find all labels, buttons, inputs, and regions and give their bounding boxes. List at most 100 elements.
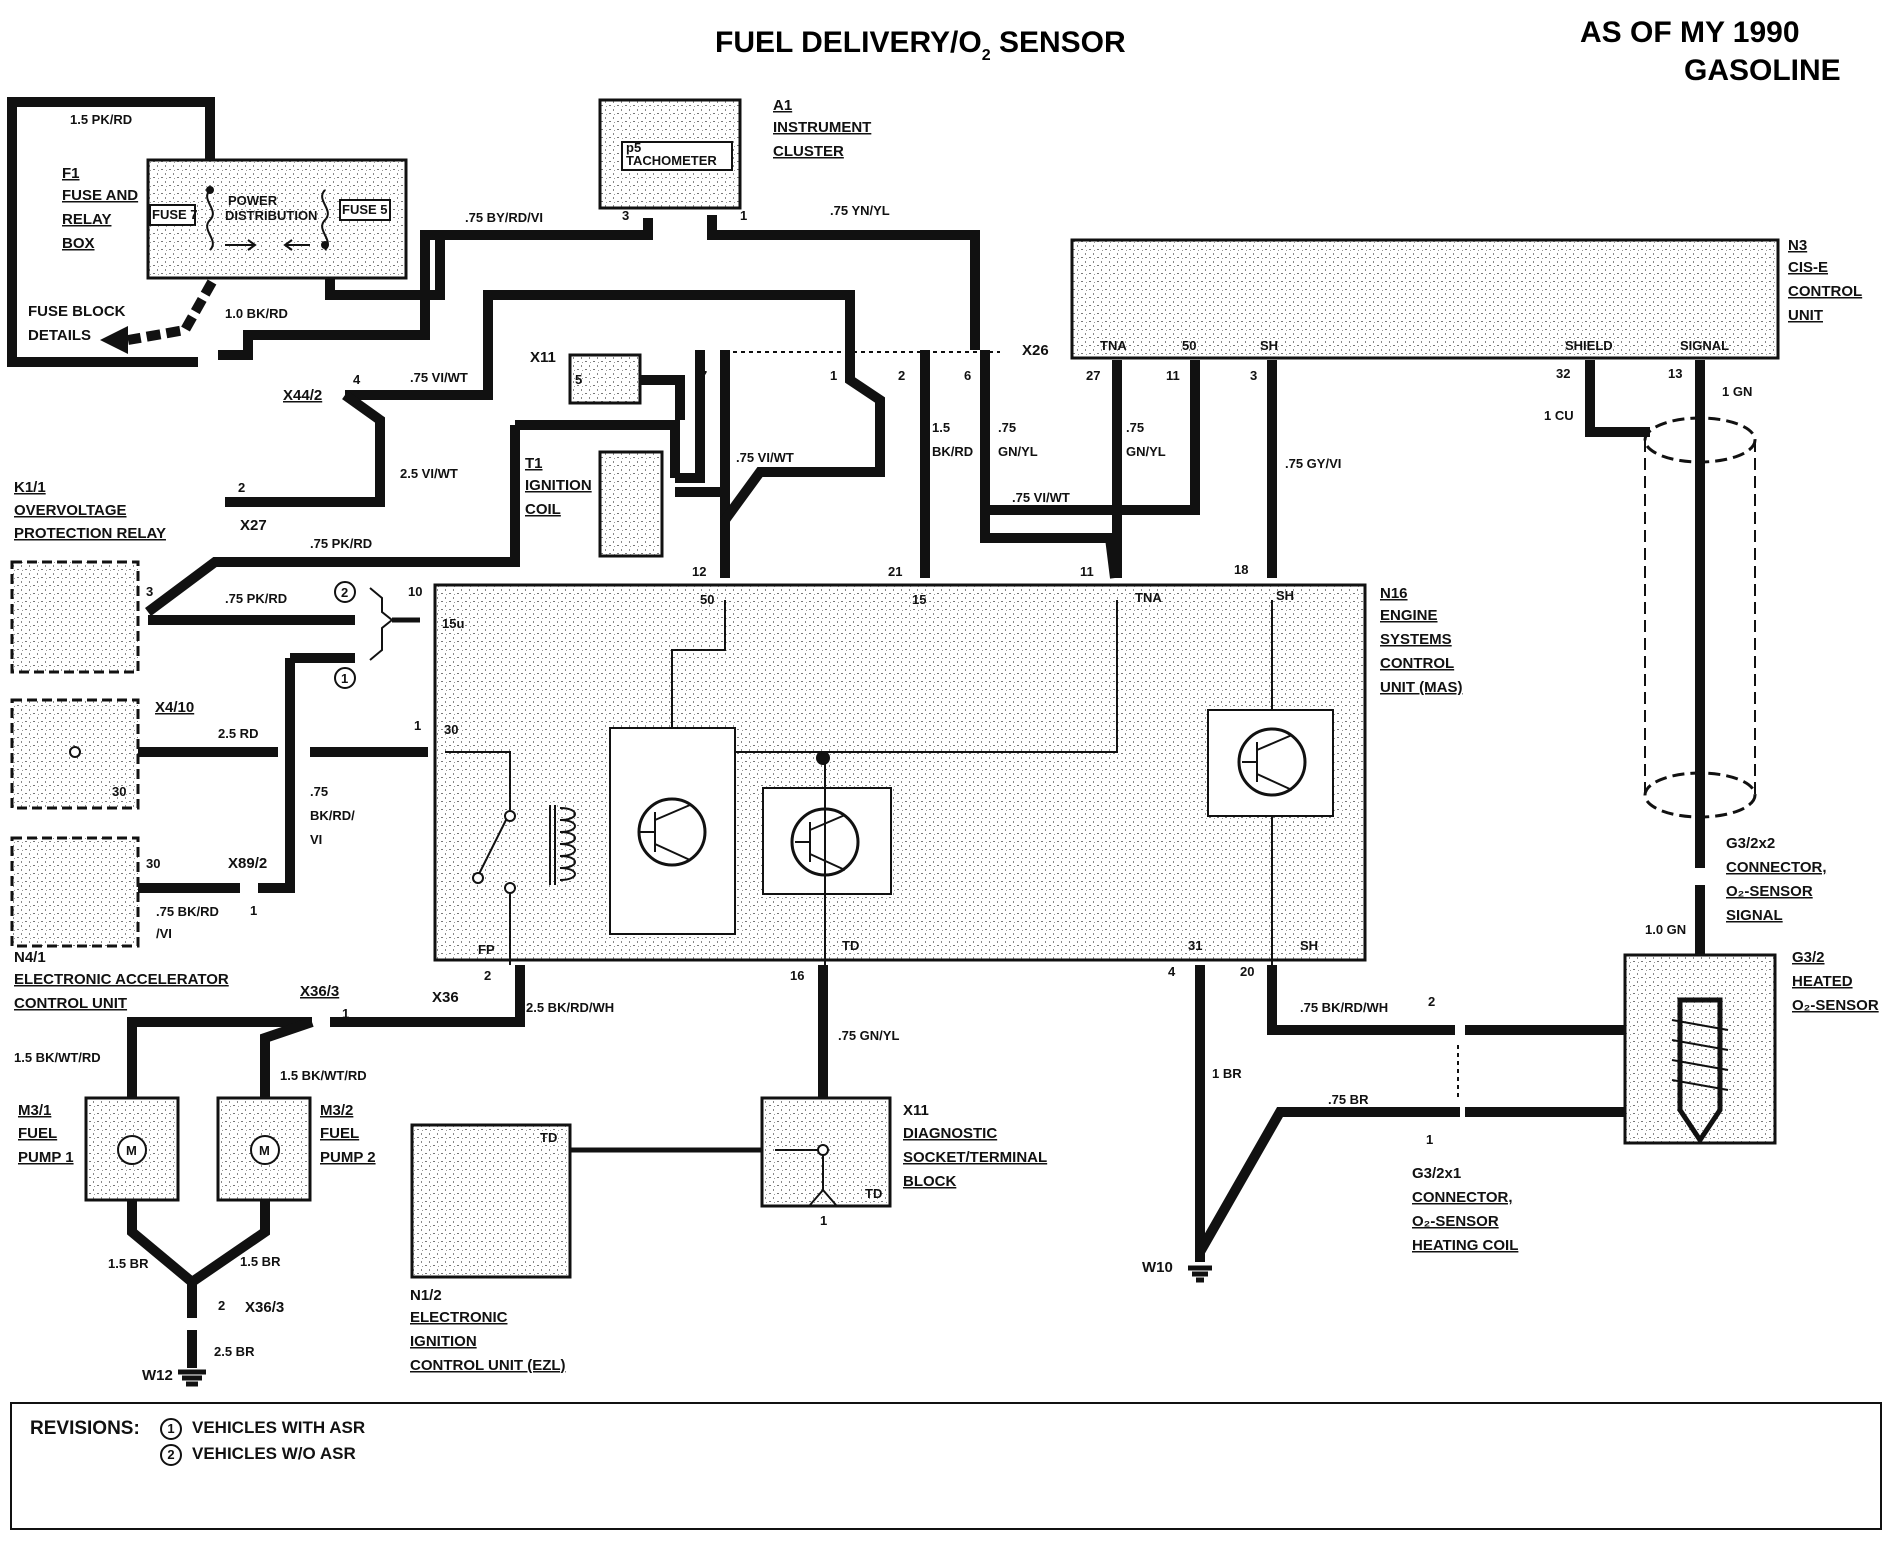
n3-line1: CIS-E bbox=[1788, 259, 1828, 276]
f1-line2: RELAY bbox=[62, 211, 111, 228]
wire-label-75-a: .75 bbox=[998, 420, 1016, 435]
f1-line1: FUSE AND bbox=[62, 187, 138, 204]
w12-id: W12 bbox=[142, 1367, 173, 1384]
g32-id: G3/2 bbox=[1792, 949, 1825, 966]
pin-n16-11: 11 bbox=[1080, 564, 1094, 579]
n12-line1: ELECTRONIC bbox=[410, 1309, 508, 1326]
relay-contact-c bbox=[504, 882, 516, 894]
x4-id: X4/10 bbox=[155, 699, 194, 716]
k1-id: K1/1 bbox=[14, 479, 46, 496]
n16-30-label: 30 bbox=[444, 722, 458, 737]
x4-node bbox=[69, 746, 81, 758]
pin-n16-20: 20 bbox=[1240, 964, 1254, 979]
n4-line2: CONTROL UNIT bbox=[14, 995, 127, 1012]
pin-n3-11: 11 bbox=[1166, 368, 1180, 383]
g32x1-id: G3/2x1 bbox=[1412, 1165, 1461, 1182]
x89-id: X89/2 bbox=[228, 855, 267, 872]
pin-n16-2: 2 bbox=[484, 968, 491, 983]
wire-label-75-vi-wt-2: .75 VI/WT bbox=[736, 450, 794, 465]
f1-id: F1 bbox=[62, 165, 80, 182]
pin-x26-6: 6 bbox=[964, 368, 971, 383]
wire-label-1-0-gn: 1.0 GN bbox=[1645, 922, 1686, 937]
x11-connector-upper[interactable] bbox=[568, 353, 642, 405]
k1-line1: OVERVOLTAGE bbox=[14, 502, 127, 519]
n3-line3: UNIT bbox=[1788, 307, 1823, 324]
n3-id: N3 bbox=[1788, 237, 1807, 254]
fuse-5-cell bbox=[339, 199, 391, 221]
x36-3b-pin: 2 bbox=[218, 1298, 225, 1313]
n3-line2: CONTROL bbox=[1788, 283, 1862, 300]
fuse-block-line1[interactable]: FUSE BLOCK bbox=[28, 303, 126, 320]
wire-label-75-vi-wt-3: .75 VI/WT bbox=[1012, 490, 1070, 505]
wire-label-75-bk-rd-wh: .75 BK/RD/WH bbox=[1300, 1000, 1388, 1015]
tachometer-label: TACHOMETER bbox=[626, 153, 717, 168]
x11b-id: X11 bbox=[903, 1102, 929, 1119]
wire-label-75-gy-vi: .75 GY/VI bbox=[1285, 456, 1341, 471]
wire-x26-6 bbox=[980, 350, 1120, 579]
diagnostic-pin: 1 bbox=[820, 1213, 827, 1228]
pin-x26-2: 2 bbox=[898, 368, 905, 383]
ignition-coil[interactable] bbox=[598, 450, 664, 558]
fuse-block-line2[interactable]: DETAILS bbox=[28, 327, 91, 344]
x27-pin: 2 bbox=[238, 480, 245, 495]
g32x2-id: G3/2x2 bbox=[1726, 835, 1775, 852]
electronic-ignition-control-unit[interactable] bbox=[410, 1123, 572, 1279]
wire-x11-x26 bbox=[640, 375, 685, 420]
wire-75-pk-rd-top bbox=[145, 425, 520, 617]
n4-pin: 30 bbox=[146, 856, 160, 871]
x89-pin: 1 bbox=[250, 903, 257, 918]
overvoltage-protection-relay[interactable] bbox=[10, 560, 140, 674]
wire-label-1-br: 1 BR bbox=[1212, 1066, 1242, 1081]
wire-label-1-5-br-b: 1.5 BR bbox=[240, 1254, 281, 1269]
fuel-type-label: GASOLINE bbox=[1684, 54, 1841, 87]
m31-line2: PUMP 1 bbox=[18, 1149, 74, 1166]
power-label: POWER bbox=[228, 193, 278, 208]
fuse-7-label: FUSE 7 bbox=[152, 207, 198, 222]
wire-label-75-b: .75 bbox=[1126, 420, 1144, 435]
cis-e-control-unit[interactable] bbox=[1070, 238, 1780, 360]
ezl-td-label: TD bbox=[540, 1130, 557, 1145]
x4-pin: 30 bbox=[112, 784, 126, 799]
wire-label-1-0-bk-rd: 1.0 BK/RD bbox=[225, 306, 288, 321]
fuel-pump-1-motor-icon bbox=[117, 1135, 147, 1165]
electronic-accelerator-control-unit[interactable] bbox=[10, 836, 140, 948]
transistor-2-legs bbox=[795, 814, 846, 871]
a1-line2: CLUSTER bbox=[773, 143, 844, 160]
pin-n16-21: 21 bbox=[888, 564, 902, 579]
wire-1-5-bk-wt-rd-b bbox=[260, 1017, 314, 1098]
pin-n16-12: 12 bbox=[692, 564, 706, 579]
x36-3-pin: 1 bbox=[342, 1006, 349, 1021]
wire-n3-11 bbox=[988, 360, 1200, 515]
revision-item-1-num: 1 bbox=[160, 1418, 182, 1440]
heated-o2-sensor[interactable] bbox=[1623, 953, 1777, 1145]
g32x1-line1: CONNECTOR, bbox=[1412, 1189, 1513, 1206]
g32-line1: HEATED bbox=[1792, 973, 1853, 990]
pin-n16-18: 18 bbox=[1234, 562, 1248, 577]
wire-1-5-bk-wt-rd-a bbox=[127, 1017, 312, 1098]
f1-line3: BOX bbox=[62, 235, 95, 252]
wire-label-75-by-rd-vi: .75 BY/RD/VI bbox=[465, 210, 543, 225]
x44-id: X44/2 bbox=[283, 387, 322, 404]
wire-label-2-5-bk-rd-wh: 2.5 BK/RD/WH bbox=[526, 1000, 614, 1015]
wire-label-1-cu: 1 CU bbox=[1544, 408, 1574, 423]
fuse-block-arrow-line bbox=[127, 279, 217, 345]
a1-id: A1 bbox=[773, 97, 792, 114]
pin-n16-4: 4 bbox=[1168, 964, 1176, 979]
w10-id: W10 bbox=[1142, 1259, 1173, 1276]
wire-label-75-yn-yl: .75 YN/YL bbox=[830, 203, 890, 218]
wire-label-slash-vi: /VI bbox=[156, 926, 172, 941]
p5-label: p5 bbox=[626, 140, 641, 155]
m32-line1: FUEL bbox=[320, 1125, 359, 1142]
transistor-1-legs bbox=[640, 804, 691, 861]
wire-t1-c bbox=[675, 350, 705, 483]
diagram-title: FUEL DELIVERY/O2 SENSOR bbox=[715, 26, 1126, 64]
revision-marker-2: 2 bbox=[341, 585, 348, 600]
tachometer-block bbox=[621, 141, 733, 171]
t1-line1: IGNITION bbox=[525, 477, 592, 494]
k1-pin: 3 bbox=[146, 584, 153, 599]
transistor-3-legs bbox=[1242, 734, 1293, 791]
n4-line1: ELECTRONIC ACCELERATOR bbox=[14, 971, 229, 988]
wire-label-gn-yl-b: GN/YL bbox=[1126, 444, 1166, 459]
